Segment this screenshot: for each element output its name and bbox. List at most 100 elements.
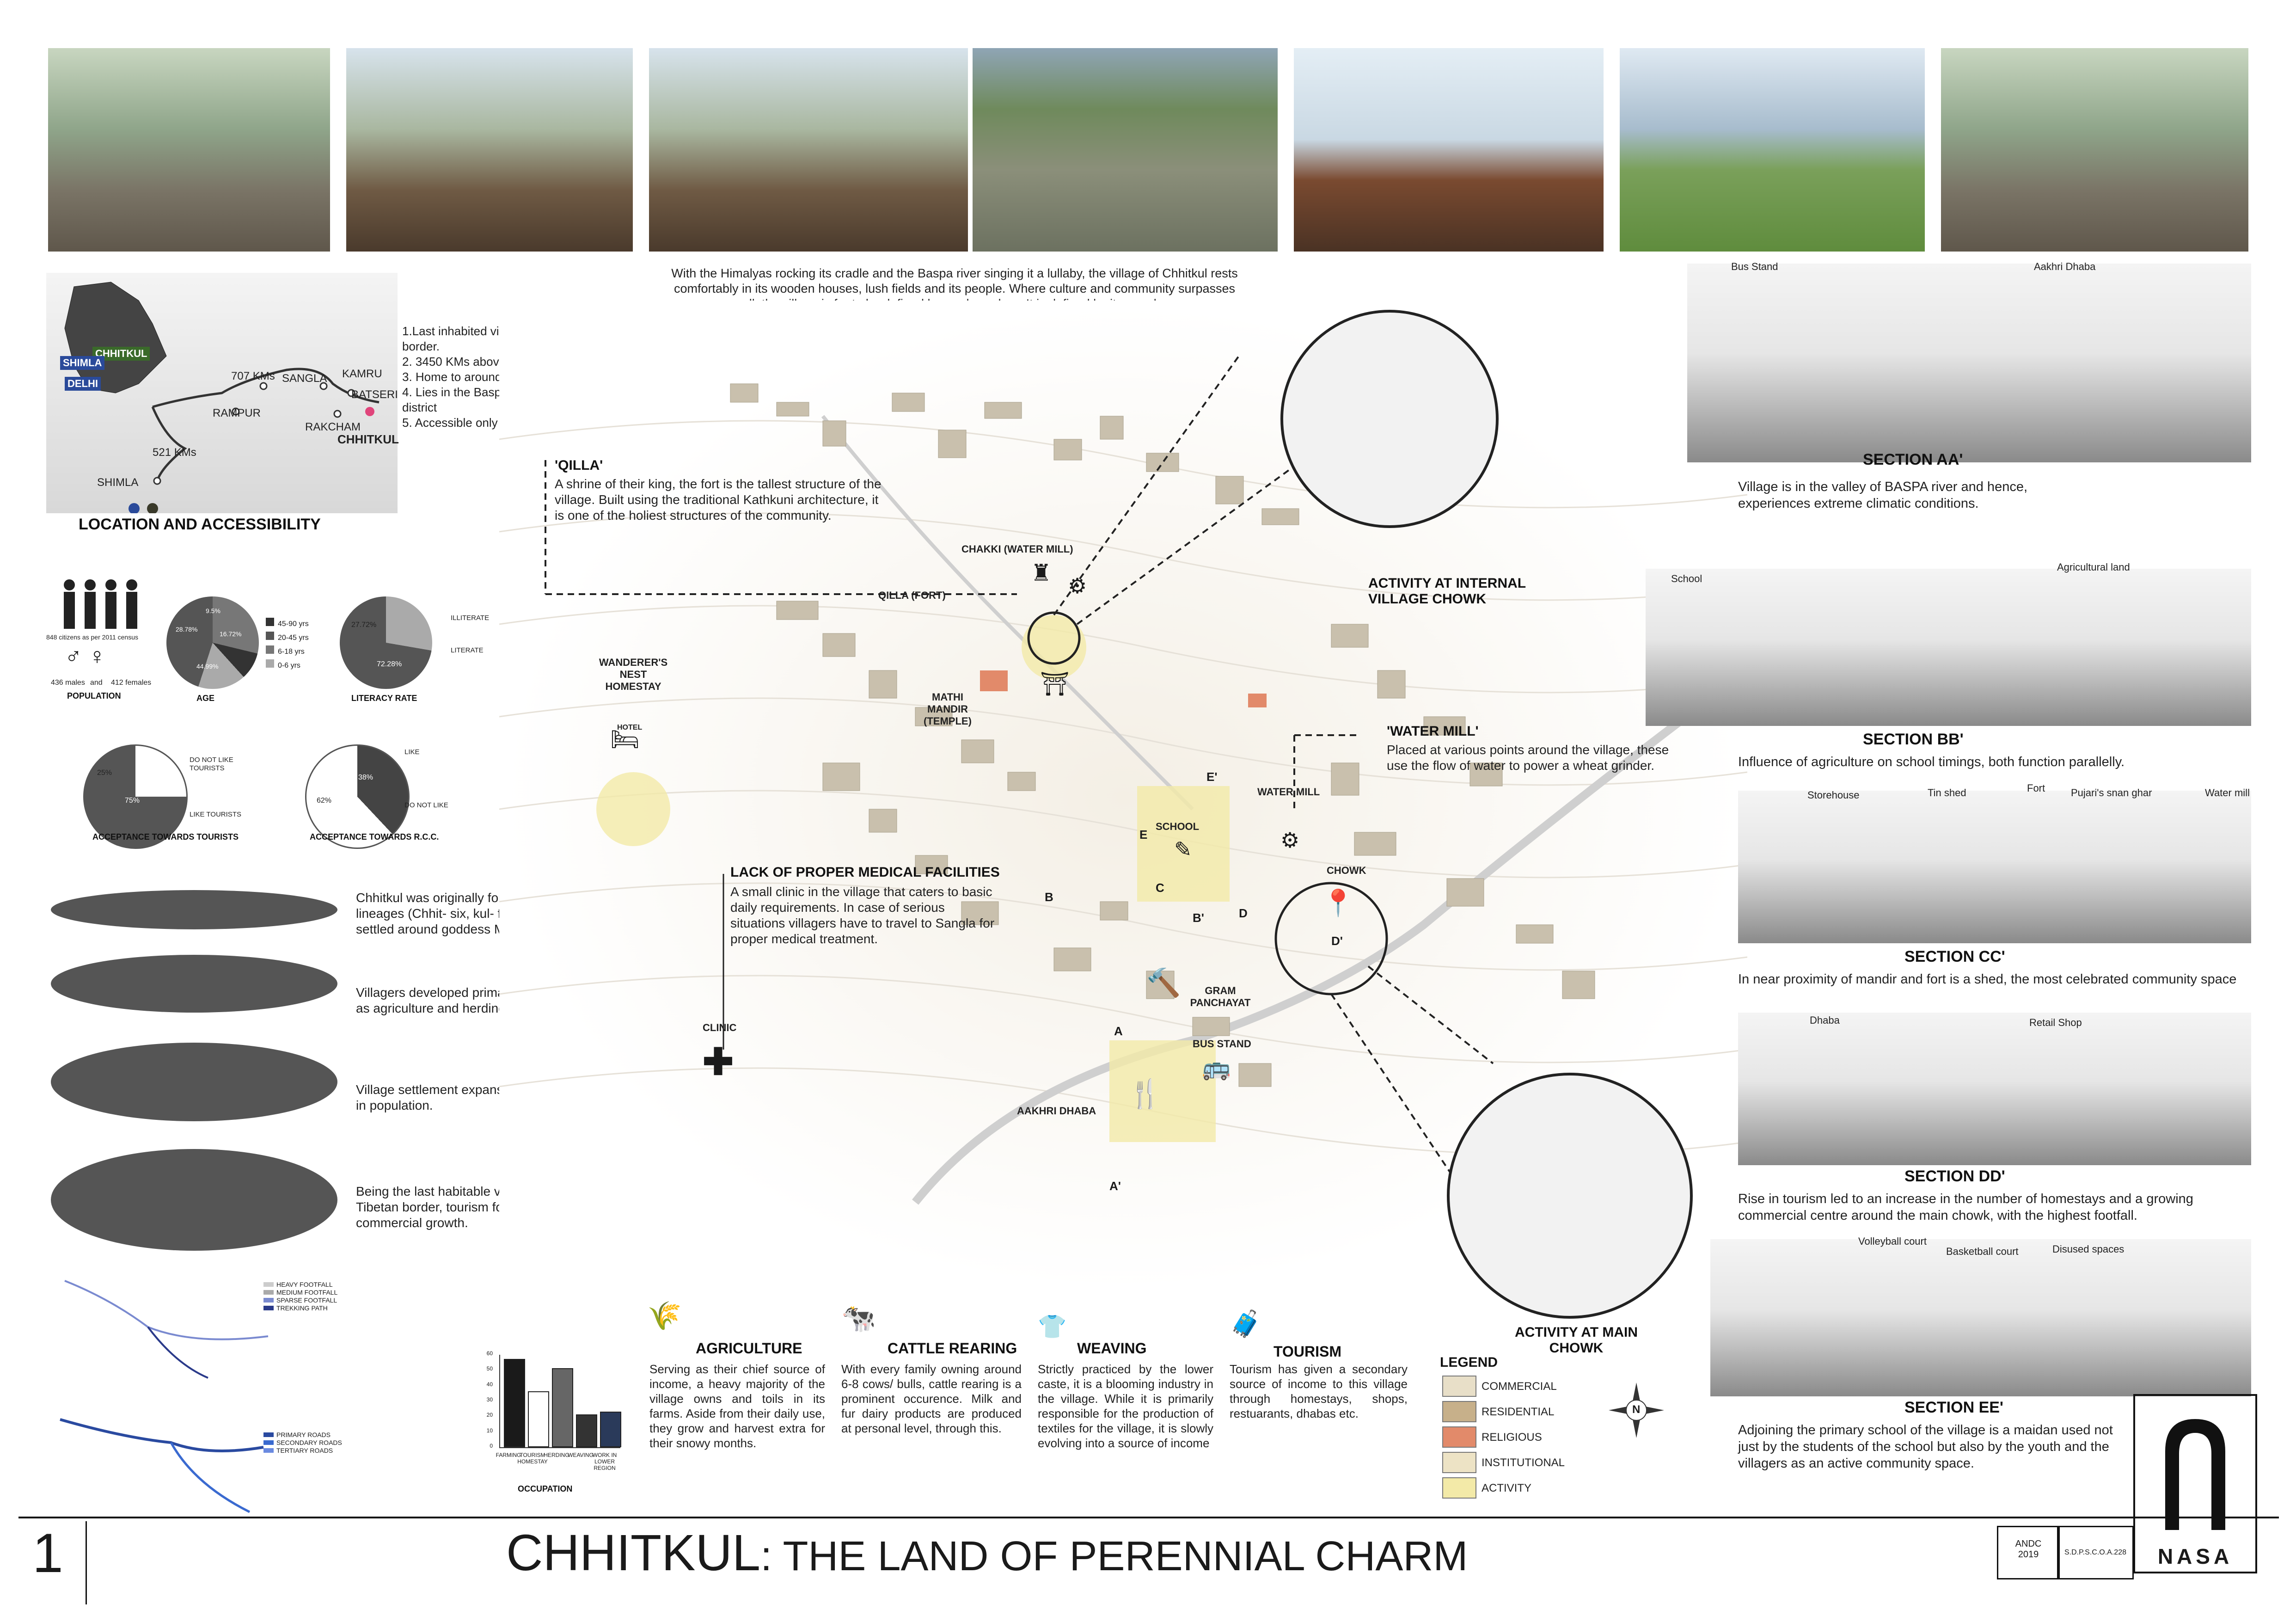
occupation-bar-label: FARMING [496, 1452, 521, 1458]
section-aa-text: Village is in the valley of BASPA river … [1738, 479, 2028, 511]
rcc-like-label: LIKE [404, 748, 420, 756]
occupation-tick: 30 [486, 1396, 493, 1403]
label-wanderers: WANDERER'S NEST HOMESTAY [599, 657, 668, 692]
occupation-tick: 40 [486, 1381, 493, 1388]
compass-n: N [1632, 1403, 1641, 1416]
section-bb-label-1: School [1671, 573, 1702, 584]
title-sub: : THE LAND OF PERENNIAL CHARM [760, 1533, 1468, 1579]
title-main-wrap: CHHITKUL: THE LAND OF PERENNIAL CHARM [506, 1524, 1468, 1582]
label-activity-internal: ACTIVITY AT INTERNAL VILLAGE CHOWK [1368, 576, 1526, 607]
roads-primary: PRIMARY ROADS [276, 1431, 331, 1438]
marker-b-2: B' [1193, 911, 1204, 925]
shirt-icon: 👕 [1038, 1314, 1067, 1339]
occupation-bar-label: WORK IN LOWER REGION [592, 1452, 617, 1471]
occupation-bar-label: WEAVING [568, 1452, 594, 1458]
age-val-2: 9.5% [206, 607, 220, 614]
occupation-bar [576, 1414, 597, 1447]
marker-e-2: E [1139, 828, 1148, 842]
occupation-tick: 50 [486, 1365, 493, 1372]
section-bb-text: Influence of agriculture on school timin… [1738, 755, 2125, 769]
marker-c: C [1156, 881, 1164, 895]
nasa-logo-text: NASA [2157, 1544, 2233, 1568]
footfall-heavy: HEAVY FOOTFALL [276, 1281, 333, 1288]
photo-temple [1292, 46, 1605, 253]
map-label-kamru: KAMRU [342, 368, 382, 380]
age-legend-2: 20-45 yrs [278, 634, 309, 642]
photo-street-people [1939, 46, 2250, 253]
legend-swatch-activity [1442, 1477, 1476, 1499]
hotel-icon: 🛏 [610, 726, 640, 752]
watermill-title: 'WATER MILL' [1387, 724, 1479, 739]
occupation-bar [600, 1411, 621, 1447]
section-ee-image [1710, 1239, 2251, 1396]
map-label-batseri: BATSERI [351, 388, 398, 401]
section-aa-title: SECTION AA' [1863, 451, 1963, 468]
tourists-like-label: LIKE TOURISTS [190, 811, 241, 818]
legend-institutional: INSTITUTIONAL [1482, 1456, 1565, 1469]
watermill-icon: ⚙ [1068, 574, 1087, 598]
footfall-medium: MEDIUM FOOTFALL [276, 1289, 338, 1296]
nasa-logo: NASA [2133, 1394, 2257, 1573]
label-aakhri-dhaba: AAKHRI DHABA [1017, 1105, 1096, 1117]
literacy-illiterate-label: ILLITERATE [451, 614, 490, 622]
section-dd-title: SECTION DD' [1904, 1167, 2005, 1185]
andc-label: ANDC [2015, 1539, 2042, 1549]
weaving-text: Strictly practiced by the lower caste, i… [1038, 1362, 1213, 1450]
qilla-text: A shrine of their king, the fort is the … [555, 477, 882, 522]
label-mathi-mandir: MATHI MANDIR (TEMPLE) [924, 691, 972, 727]
wheat-icon: 🌾 [647, 1300, 682, 1331]
literacy-literate-val: 72.28% [377, 660, 402, 668]
tourists-pie [83, 744, 188, 849]
section-cc-text: In near proximity of mandir and fort is … [1738, 972, 2237, 987]
footfall-sparse: SPARSE FOOTFALL [276, 1296, 337, 1304]
cattle-title: CATTLE REARING [888, 1340, 1017, 1357]
andc-year: 2019 [2018, 1549, 2039, 1560]
section-cc-label-2: Tin shed [1928, 787, 1966, 799]
occupation-plot [499, 1355, 621, 1448]
photo-wooden-houses [344, 46, 635, 253]
footfall-roads-diagram [55, 1272, 273, 1521]
photo-villagers-work [647, 46, 970, 253]
section-cc-image [1738, 791, 2251, 943]
bus-icon: 🚌 [1202, 1055, 1231, 1081]
legend-religious: RELIGIOUS [1482, 1431, 1542, 1444]
age-legend: 45-90 yrs 20-45 yrs 6-18 yrs 0-6 yrs [266, 617, 309, 673]
age-legend-3: 6-18 yrs [278, 648, 305, 656]
chowk-pin-icon: 📍 [1322, 888, 1354, 917]
legend-swatch-residential [1442, 1401, 1476, 1422]
section-bb-label-2: Agricultural land [2057, 561, 2130, 573]
section-dd-label-1: Dhaba [1810, 1014, 1840, 1026]
label-water-mill: WATER MILL [1257, 786, 1320, 798]
qilla-title: 'QILLA' [555, 458, 603, 473]
title-bar-line [18, 1517, 2279, 1518]
literacy-literate-label: LITERATE [451, 646, 484, 654]
label-school: SCHOOL [1156, 821, 1200, 832]
age-val-3: 16.72% [220, 630, 242, 638]
section-cc-label-1: Storehouse [1807, 789, 1860, 801]
section-aa-label-2: Aakhri Dhaba [2034, 261, 2096, 272]
sheet-number: 1 [32, 1522, 63, 1584]
section-bb-image [1646, 569, 2251, 726]
label-qilla-fort: QILLA (FORT) [878, 590, 946, 601]
population-males: 436 males [51, 679, 85, 687]
section-ee-label-2: Basketball court [1946, 1246, 2019, 1257]
age-val-4: 44.99% [196, 663, 219, 670]
gavel-icon: 🔨 [1146, 967, 1181, 998]
marker-a-1: A [1114, 1024, 1123, 1038]
growth-stage-3 [51, 1043, 337, 1121]
growth-stage-4 [51, 1149, 337, 1251]
growth-stage-2 [51, 955, 337, 1013]
tourists-like-val: 75% [125, 797, 140, 805]
legend-commercial: COMMERCIAL [1482, 1380, 1557, 1393]
compass-icon: N [1609, 1382, 1664, 1438]
marker-e-1: E' [1206, 770, 1218, 784]
literacy-illiterate-val: 27.72% [351, 621, 377, 629]
footfall-trekking: TREKKING PATH [276, 1304, 328, 1312]
growth-stage-1 [51, 890, 337, 929]
section-dd-label-2: Retail Shop [2029, 1017, 2082, 1028]
label-clinic: CLINIC [703, 1022, 737, 1033]
school-icon: ✎ [1174, 837, 1192, 861]
cow-icon: 🐄 [841, 1303, 876, 1333]
map-label-delhi: DELHI [65, 377, 101, 391]
